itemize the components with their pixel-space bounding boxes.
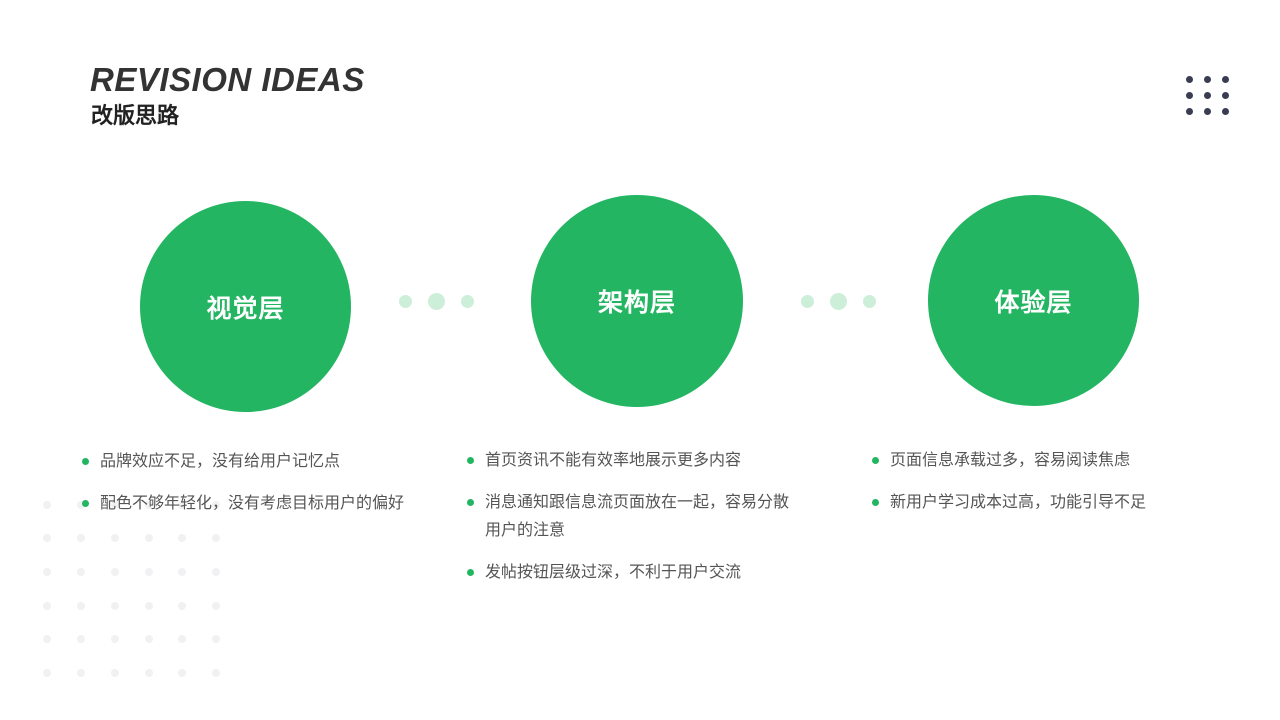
list-item: 发帖按钮层级过深，不利于用户交流 [467,558,797,586]
decorative-dot [178,534,186,542]
visual-layer-points: 品牌效应不足，没有给用户记忆点 配色不够年轻化，没有考虑目标用户的偏好 [82,447,407,531]
bullet-icon [82,500,89,507]
connector-dots [398,291,478,311]
list-item: 消息通知跟信息流页面放在一起，容易分散用户的注意 [467,488,797,544]
list-item: 新用户学习成本过高，功能引导不足 [872,488,1202,516]
decorative-dot [145,669,153,677]
decorative-dot [43,602,51,610]
decorative-dot [43,534,51,542]
decorative-dot [178,669,186,677]
decorative-dot [111,568,119,576]
decorative-dot [77,534,85,542]
decorative-dot [145,602,153,610]
bullet-icon [467,569,474,576]
decorative-dot [145,635,153,643]
decorative-dot [212,635,220,643]
decorative-dot [43,669,51,677]
decorative-dot [111,602,119,610]
decorative-dot [178,602,186,610]
decorative-dot [212,669,220,677]
decorative-dot [145,568,153,576]
page-title-en: REVISION IDEAS [90,61,365,98]
decorative-dot [43,501,51,509]
bullet-icon [872,457,879,464]
list-item: 配色不够年轻化，没有考虑目标用户的偏好 [82,489,407,517]
list-item: 页面信息承载过多，容易阅读焦虑 [872,446,1202,474]
decorative-dot [77,669,85,677]
experience-layer-points: 页面信息承载过多，容易阅读焦虑 新用户学习成本过高，功能引导不足 [872,446,1202,530]
decorative-dot [77,635,85,643]
bullet-icon [872,499,879,506]
bullet-icon [467,499,474,506]
decorative-dot [43,635,51,643]
dots-menu-icon [1186,76,1230,120]
decorative-dot [111,534,119,542]
page-title-cn: 改版思路 [91,104,180,129]
list-item: 品牌效应不足，没有给用户记忆点 [82,447,407,475]
decorative-dot [145,534,153,542]
decorative-dot [212,602,220,610]
decorative-dot [111,635,119,643]
decorative-dot [212,568,220,576]
decorative-dot [111,669,119,677]
layer-label-architecture: 架构层 [597,288,676,317]
decorative-dot [77,568,85,576]
decorative-dot [212,534,220,542]
architecture-layer-points: 首页资讯不能有效率地展示更多内容 消息通知跟信息流页面放在一起，容易分散用户的注… [467,446,797,600]
bullet-icon [467,457,474,464]
decorative-dot [178,568,186,576]
decorative-dot [77,602,85,610]
bullet-icon [82,458,89,465]
layer-label-experience: 体验层 [994,287,1073,317]
layer-circle-architecture: 架构层 [531,195,743,407]
layer-circle-visual: 视觉层 [140,201,351,412]
layer-circle-experience: 体验层 [928,195,1139,406]
connector-dots [800,291,880,311]
decorative-dot [178,635,186,643]
list-item: 首页资讯不能有效率地展示更多内容 [467,446,797,474]
decorative-dot [43,568,51,576]
layer-label-visual: 视觉层 [206,293,285,323]
